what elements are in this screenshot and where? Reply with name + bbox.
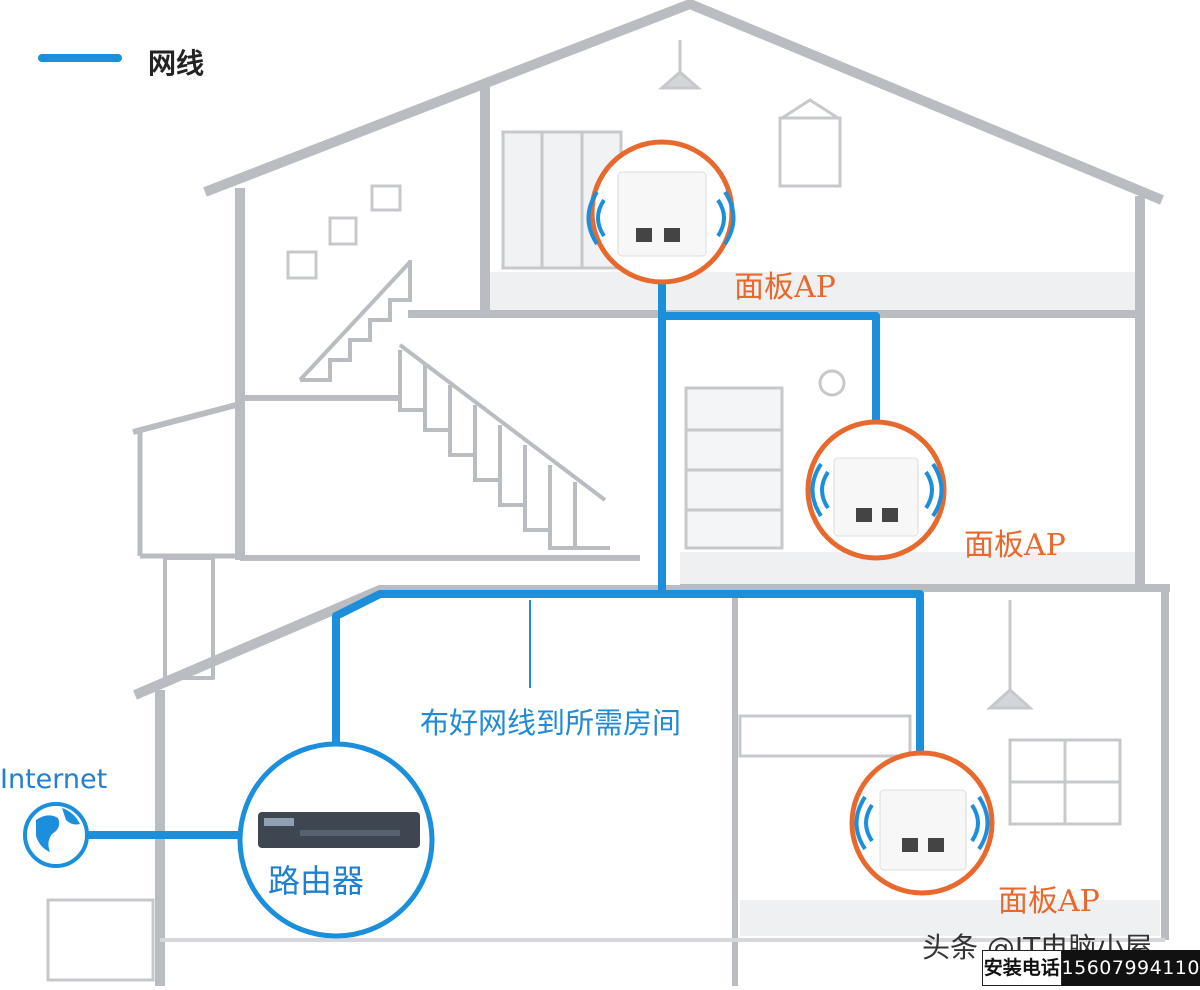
contact-bar: 安装电话 15607994110 [982, 950, 1200, 986]
ap-label-top: 面板AP [734, 270, 836, 305]
ap-bottom [849, 750, 995, 896]
ap-middle [805, 419, 947, 561]
network-cables [86, 262, 924, 839]
contact-label: 安装电话 [982, 950, 1062, 986]
ap-label-middle: 面板AP [964, 528, 1066, 563]
contact-phone: 15607994110 [1061, 950, 1200, 986]
router-device-icon [258, 812, 420, 848]
furniture [46, 40, 1122, 982]
router-node [237, 741, 435, 939]
internet-label: Internet [0, 764, 108, 795]
router-label: 路由器 [268, 862, 365, 900]
floor-shading [490, 272, 1160, 936]
legend-label: 网线 [148, 47, 205, 80]
ap-top [586, 139, 736, 285]
staircase [298, 260, 610, 550]
cable-annotation: 布好网线到所需房间 [420, 706, 682, 740]
globe-icon [23, 802, 89, 868]
ap-label-bottom: 面板AP [998, 884, 1100, 919]
